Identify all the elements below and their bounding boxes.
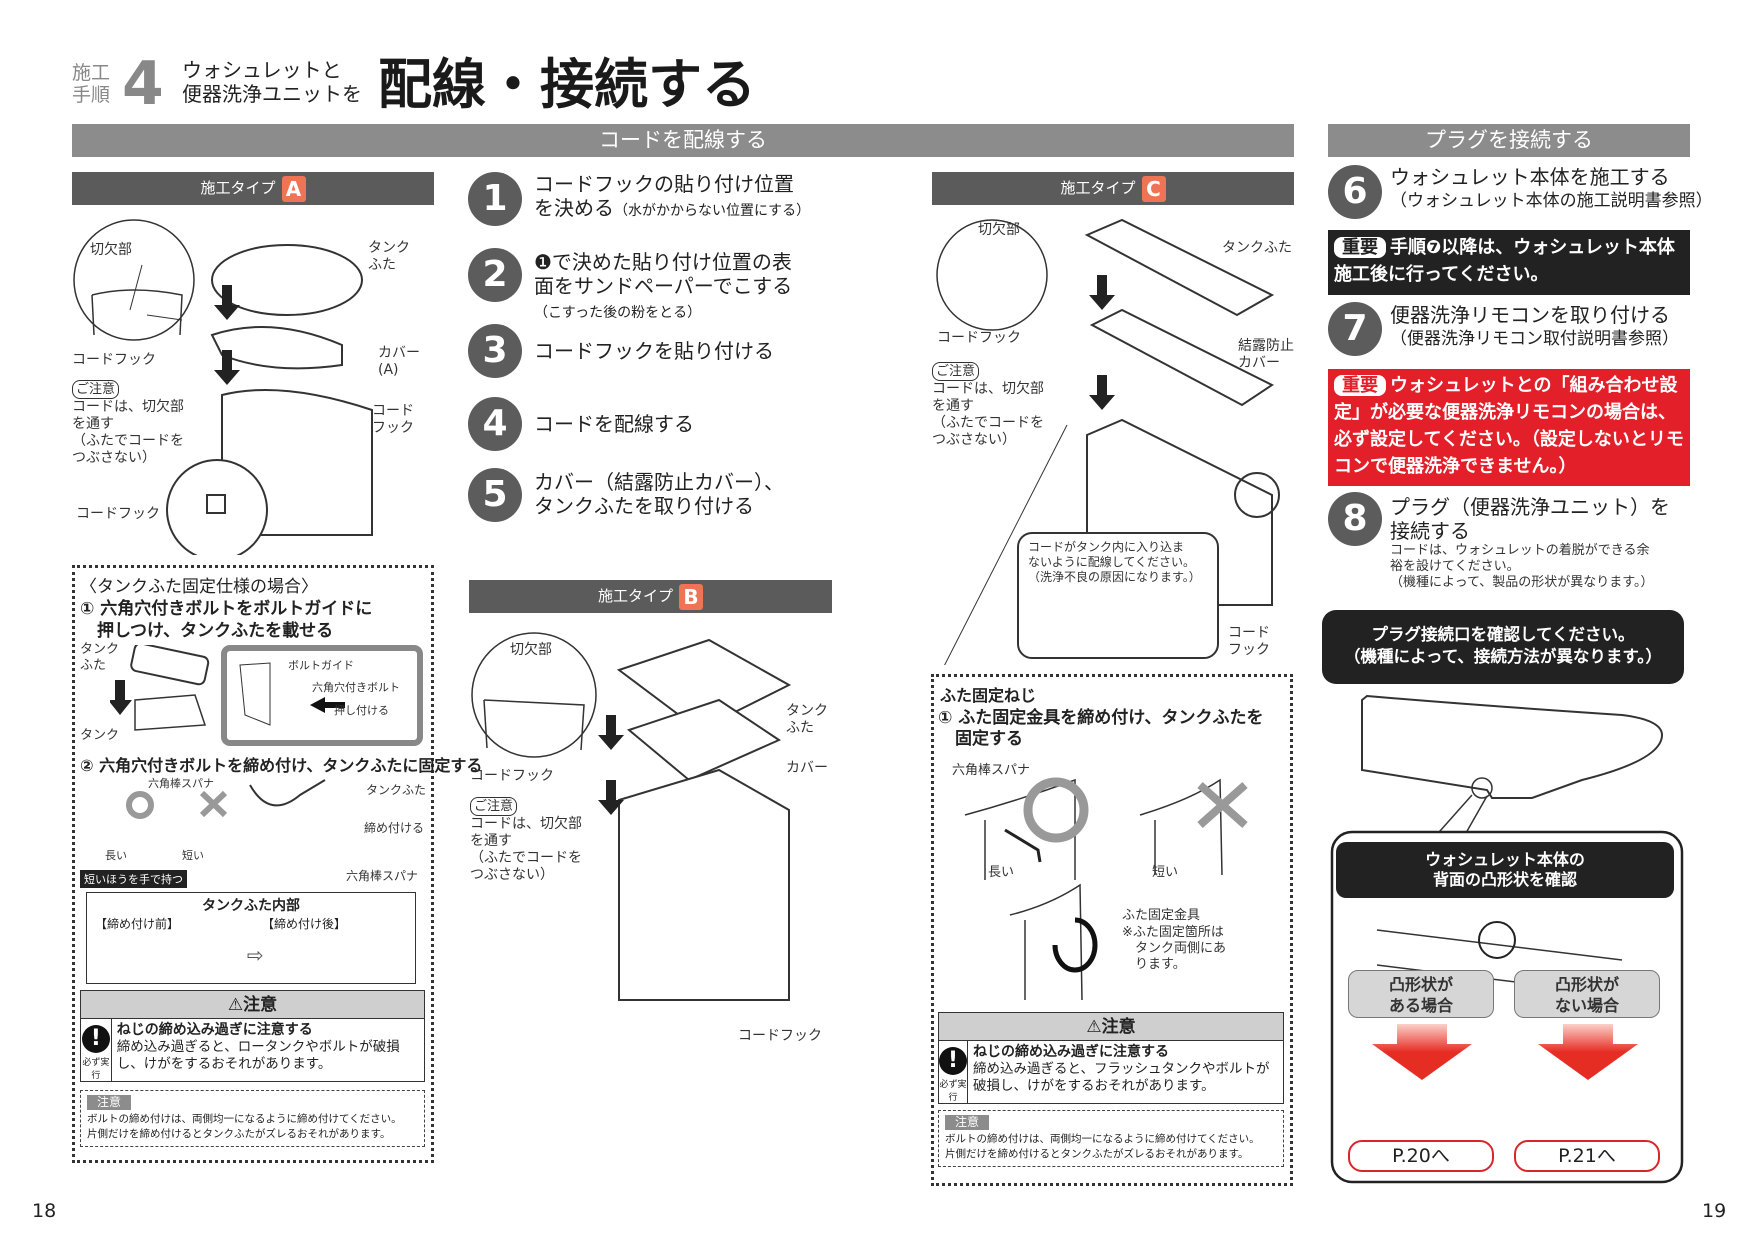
note-a: ご注意コードは、切欠部 を通す （ふたでコードを つぶさない） xyxy=(72,380,184,466)
label-tank-lid: タンク ふた xyxy=(786,703,828,736)
lid-screw-step1: ① ふた固定金具を締め付け、タンクふたを 固定する xyxy=(938,708,1264,749)
step-number-2: 2 xyxy=(468,248,522,302)
label-cutout: 切欠部 xyxy=(90,242,132,258)
type-b-illustration xyxy=(471,632,792,1001)
caution-c: ⚠注意 !必ず実行 ねじの締め込み過ぎに注意する締め込み過ぎると、フラッシュタン… xyxy=(938,1012,1284,1104)
plug-banner: プラグ接続口を確認してください。 （機種によって、接続方法が異なります。） xyxy=(1322,610,1684,684)
label-code-hook-2: コードフック xyxy=(738,1028,822,1044)
bracket-note: ※ふた固定箇所は タンク両側にあ ります。 xyxy=(1122,925,1227,972)
section-plug: プラグを接続する xyxy=(1328,124,1690,157)
note-c: ご注意コードは、切欠部 を通す （ふたでコードを つぶさない） xyxy=(932,362,1044,448)
subnote-c: 注意ボルトの締め付けは、両側均一になるように締め付けてください。 片側だけを締め… xyxy=(938,1110,1284,1167)
step-label: 施工手順 xyxy=(72,62,111,106)
fixed-lid-step1: ① 六角穴付きボルトをボルトガイドに 押しつけ、タンクふたを載せる xyxy=(80,599,373,641)
step-7: 便器洗浄リモコンを取り付ける（便器洗浄リモコン取付説明書参照） xyxy=(1390,303,1679,349)
case-protrusion-yes: 凸形状が ある場合 xyxy=(1348,970,1494,1018)
label-code-hook: コードフック xyxy=(470,768,554,784)
label-tighten: 締め付ける xyxy=(364,821,425,835)
label-cover: カバー xyxy=(786,760,828,776)
lid-screw-illustration xyxy=(964,777,1248,1001)
page-title: 配線・接続する xyxy=(378,53,756,116)
label-long: 長い xyxy=(105,849,127,862)
label-tank: タンク xyxy=(80,728,120,743)
washlet-illustration xyxy=(1330,694,1684,1184)
label-cover: カバー (A) xyxy=(378,345,420,378)
label-bolt-guide: ボルトガイド xyxy=(288,659,354,672)
section-wiring: コードを配線する xyxy=(72,124,1294,157)
fixed-lid-title: 〈タンクふた固定仕様の場合〉 xyxy=(80,577,318,597)
step-2: ❶で決めた貼り付け位置の表 面をサンドペーパーでこする（こすった後の粉をとる） xyxy=(534,250,793,321)
step-1: コードフックの貼り付け位置 を決める（水がかからない位置にする） xyxy=(534,172,811,220)
label-hex-wrench: 六角棒スパナ xyxy=(952,763,1031,778)
case-protrusion-no: 凸形状が ない場合 xyxy=(1514,970,1660,1018)
important-2: 重要ウォシュレットとの「組み合わせ設定」が必要な便器洗浄リモコンの場合は、必ず設… xyxy=(1328,369,1690,486)
label-tank-lid: タンク ふた xyxy=(80,642,120,673)
check-bubble: ウォシュレット本体の 背面の凸形状を確認 xyxy=(1336,842,1674,898)
label-tank-lid: タンク ふた xyxy=(368,240,410,273)
page-number-left: 18 xyxy=(32,1200,57,1222)
lid-screw-box xyxy=(931,674,1293,1186)
subtitle: ウォシュレットと便器洗浄ユニットを xyxy=(182,58,362,106)
must-do-icon: !必ず実行 xyxy=(81,1019,112,1081)
label-long: 長い xyxy=(988,865,1015,880)
fixed-lid-step2: ② 六角穴付きボルトを締め付け、タンクふたに固定する xyxy=(80,756,483,775)
label-hex-wrench: 六角棒スパナ xyxy=(148,777,214,790)
inside-box: タンクふた内部 【締め付け前】 【締め付け後】 ⇨ xyxy=(86,892,416,984)
label-tank-lid-2: タンクふた xyxy=(366,783,427,797)
step-number-4: 4 xyxy=(468,397,522,451)
step-4: コードを配線する xyxy=(534,412,694,436)
step-number-1: 1 xyxy=(468,172,522,226)
must-do-icon: !必ず実行 xyxy=(939,1041,968,1103)
label-push: 押し付ける xyxy=(334,704,389,717)
fixed-lid-illustration xyxy=(110,645,423,819)
label-code-hook-2: コード フック xyxy=(1228,625,1270,658)
label-hex-wrench-2: 六角棒スパナ xyxy=(346,869,419,883)
step-number-3: 3 xyxy=(468,324,522,378)
label-hex-bolt: 六角穴付きボルト xyxy=(312,681,400,694)
subnote-a: 注意ボルトの締め付けは、両側均一になるように締め付けてください。 片側だけを締め… xyxy=(80,1090,425,1147)
caution-a: ⚠注意 !必ず実行 ねじの締め込み過ぎに注意する締め込み過ぎると、ロータンクやボ… xyxy=(80,990,425,1082)
label-code-hook-2: コード フック xyxy=(372,403,414,436)
step-number-8: 8 xyxy=(1328,492,1382,546)
page-number-right: 19 xyxy=(1702,1200,1727,1222)
label-cutout: 切欠部 xyxy=(978,222,1020,238)
lid-screw-title: ふた固定ねじ xyxy=(940,686,1037,705)
label-code-hook-3: コードフック xyxy=(76,506,160,522)
label-cover: 結露防止 カバー xyxy=(1238,338,1294,371)
step-number-5: 5 xyxy=(468,468,522,522)
label-code-hook: コードフック xyxy=(72,352,156,368)
label-short: 短い xyxy=(1152,865,1179,880)
label-short: 短い xyxy=(182,849,204,862)
label-tank-lid: タンクふた xyxy=(1222,240,1292,256)
label-cutout: 切欠部 xyxy=(510,642,552,658)
callout-c: コードがタンク内に入り込ま ないように配線してください。 （洗浄不良の原因になり… xyxy=(1028,540,1201,584)
hold-short-tag: 短いほうを手で持つ xyxy=(80,870,187,888)
arrow-down-icon xyxy=(1372,1024,1472,1080)
step-8: プラグ（便器洗浄ユニット）を 接続するコードは、ウォシュレットの着脱ができる余 … xyxy=(1390,495,1670,590)
label-code-hook: コードフック xyxy=(937,330,1021,346)
step-3: コードフックを貼り付ける xyxy=(534,339,774,363)
note-b: ご注意コードは、切欠部 を通す （ふたでコードを つぶさない） xyxy=(470,797,582,883)
step-number-7: 7 xyxy=(1328,302,1382,356)
step-5: カバー（結露防止カバー）、 タンクふたを取り付ける xyxy=(534,470,784,518)
arrow-icon: ⇨ xyxy=(247,943,264,967)
type-c-illustration xyxy=(936,218,1280,665)
link-page-21[interactable]: P.21へ xyxy=(1514,1140,1660,1172)
arrow-down-icon xyxy=(1538,1024,1638,1080)
type-a-illustration xyxy=(73,219,373,555)
fixed-lid-box xyxy=(72,565,434,1163)
link-page-20[interactable]: P.20へ xyxy=(1348,1140,1494,1172)
step-6: ウォシュレット本体を施工する（ウォシュレット本体の施工説明書参照） xyxy=(1390,165,1713,211)
step-number-6: 6 xyxy=(1328,165,1382,219)
important-1: 重要手順❼以降は、ウォシュレット本体施工後に行ってください。 xyxy=(1328,230,1690,295)
label-bracket: ふた固定金具 xyxy=(1122,908,1201,923)
step-number: 4 xyxy=(122,49,164,119)
